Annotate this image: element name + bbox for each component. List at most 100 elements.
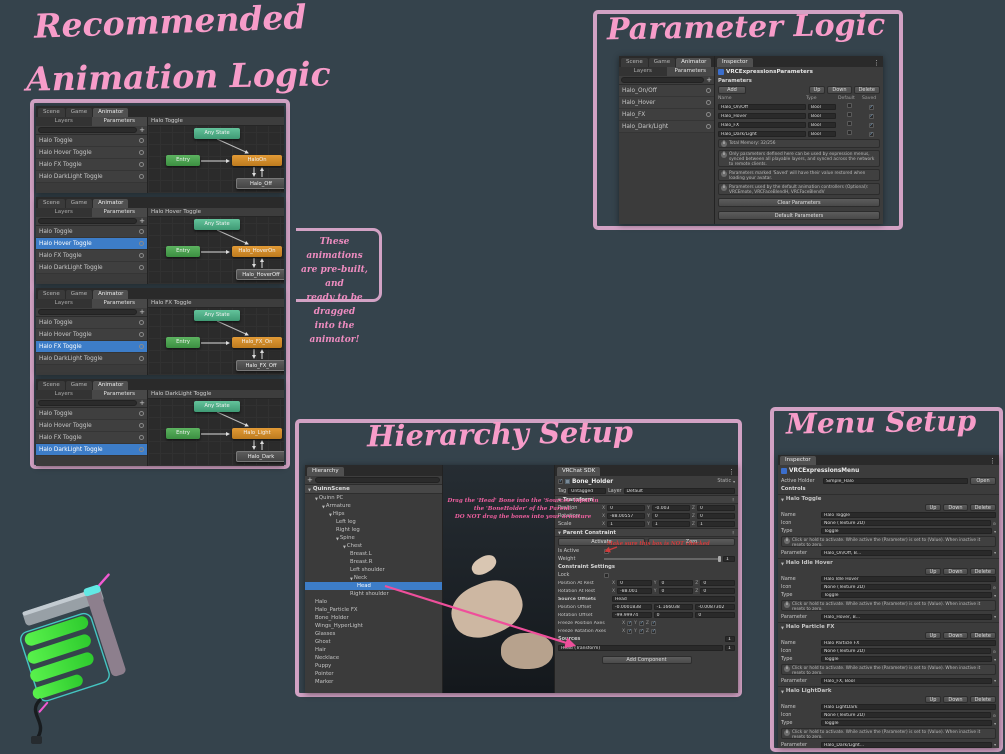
hierarchy-item[interactable]: Right shoulder: [305, 590, 442, 598]
tab-parameters[interactable]: Parameters: [91, 117, 147, 126]
hierarchy-item[interactable]: ▼Quinn PC: [305, 494, 442, 502]
tag-dropdown[interactable]: Untagged: [568, 488, 607, 494]
freeze-rot-x-checkbox[interactable]: ✓: [627, 628, 633, 634]
tab-inspector[interactable]: Inspector: [780, 456, 816, 465]
hierarchy-item[interactable]: Marker: [305, 678, 442, 686]
fold-open-icon[interactable]: ▼: [781, 496, 784, 502]
parameter-row[interactable]: Halo DarkLight Toggle: [36, 353, 147, 365]
window-menu-icon[interactable]: ⋮: [873, 59, 880, 67]
scale-y-input[interactable]: 1: [651, 521, 690, 527]
saved-checkbox[interactable]: ✓: [868, 131, 874, 137]
default-checkbox[interactable]: [846, 130, 852, 135]
add-component-button[interactable]: Add Component: [601, 656, 692, 664]
parameter-dropdown[interactable]: Halo_Hover, B...: [821, 613, 993, 620]
add-button[interactable]: Add: [718, 85, 746, 94]
create-menu-button[interactable]: +: [307, 475, 313, 484]
parameter-toggle-icon[interactable]: [139, 265, 144, 270]
position-z-input[interactable]: 0: [696, 505, 735, 511]
dropdown-icon[interactable]: ▾: [994, 656, 996, 662]
search-input[interactable]: [621, 77, 705, 83]
entry-node[interactable]: Entry: [166, 155, 200, 166]
parameter-toggle-icon[interactable]: [139, 344, 144, 349]
component-menu-icon[interactable]: ⋮: [731, 530, 735, 535]
tab-scene[interactable]: Scene: [38, 108, 65, 117]
object-picker-icon[interactable]: ⊙: [992, 584, 996, 590]
tab-layers[interactable]: Layers: [36, 117, 92, 126]
pos-offset-y-input[interactable]: -1.166038: [653, 604, 694, 610]
pos-offset-x-input[interactable]: -0.0001838: [612, 604, 652, 610]
rotation-x-input[interactable]: -88.00557: [607, 513, 646, 519]
activate-button[interactable]: Activate: [558, 538, 645, 546]
tab-parameters[interactable]: Parameters: [91, 299, 147, 308]
hierarchy-item[interactable]: Wings_HyperLight: [305, 622, 442, 630]
type-dropdown[interactable]: Toggle: [821, 528, 993, 534]
dropdown-icon[interactable]: ▾: [994, 678, 996, 683]
parameter-row[interactable]: Halo_On/Off: [619, 85, 714, 97]
window-menu-icon[interactable]: ⋮: [989, 457, 996, 465]
name-input[interactable]: Halo Toggle: [821, 512, 996, 518]
rot-offset-y-input[interactable]: 0: [653, 612, 694, 618]
dropdown-icon[interactable]: ▾: [733, 479, 735, 484]
parameter-row[interactable]: Halo_Hover: [619, 97, 714, 109]
hierarchy-item[interactable]: ▼Armature: [305, 502, 442, 510]
source-weight-field[interactable]: 1: [725, 644, 735, 651]
param-name-input[interactable]: Halo_Dark/Light: [718, 130, 806, 137]
tab-layers[interactable]: Layers: [36, 390, 92, 399]
parameter-toggle-icon[interactable]: [139, 411, 144, 416]
position-x-input[interactable]: 0: [607, 505, 646, 511]
rot-rest-y-input[interactable]: 0: [658, 588, 694, 594]
delete-button[interactable]: Delete: [969, 567, 996, 575]
param-name-input[interactable]: Halo_Hover: [718, 112, 806, 119]
state-node-secondary[interactable]: Halo_Dark: [236, 451, 284, 462]
param-name-input[interactable]: Halo_FX: [718, 121, 806, 128]
weight-value[interactable]: 1: [723, 556, 735, 562]
up-button[interactable]: Up: [924, 695, 942, 703]
param-type-dropdown[interactable]: Bool: [808, 112, 836, 119]
parameter-toggle-icon[interactable]: [139, 356, 144, 361]
hierarchy-item[interactable]: ▼Spine: [305, 534, 442, 542]
fold-open-icon[interactable]: ▼: [558, 497, 561, 502]
parameter-toggle-icon[interactable]: [139, 253, 144, 258]
parameter-toggle-icon[interactable]: [139, 229, 144, 234]
parameter-dropdown[interactable]: Halo_On/Off, B...: [821, 549, 993, 556]
weight-slider[interactable]: [604, 556, 721, 562]
source-item-row[interactable]: Head (Transform) 1: [555, 643, 738, 652]
icon-object-field[interactable]: None (Texture 2D): [821, 584, 991, 590]
tab-animator[interactable]: Animator: [676, 58, 712, 67]
animator-graph[interactable]: Any State Entry Halo_Light Halo_Dark: [148, 399, 284, 466]
saved-checkbox[interactable]: ✓: [868, 113, 874, 119]
search-input[interactable]: [38, 218, 138, 224]
type-dropdown[interactable]: Toggle: [821, 656, 993, 662]
source-offsets-dropdown[interactable]: Head: [612, 596, 735, 602]
rotation-y-input[interactable]: 0: [651, 513, 690, 519]
saved-checkbox[interactable]: ✓: [868, 122, 874, 128]
tab-game[interactable]: Game: [65, 199, 93, 208]
down-button[interactable]: Down: [943, 567, 968, 575]
fold-open-icon[interactable]: ▼: [781, 560, 784, 566]
rot-rest-z-input[interactable]: 0: [700, 588, 735, 594]
dropdown-icon[interactable]: ▾: [994, 742, 996, 747]
tab-scene[interactable]: Scene: [38, 199, 65, 208]
icon-object-field[interactable]: None (Texture 2D): [821, 712, 991, 718]
default-checkbox[interactable]: [846, 112, 852, 117]
object-picker-icon[interactable]: ⊙: [992, 520, 996, 526]
control-foldout[interactable]: ▼ Halo Particle FX: [778, 623, 999, 631]
freeze-pos-y-checkbox[interactable]: ✓: [638, 620, 644, 626]
parameter-row[interactable]: Halo FX Toggle: [36, 250, 147, 262]
parameter-toggle-icon[interactable]: [139, 423, 144, 428]
down-button[interactable]: Down: [943, 695, 968, 703]
any-state-node[interactable]: Any State: [194, 310, 240, 321]
delete-button[interactable]: Delete: [969, 631, 996, 639]
control-foldout[interactable]: ▼ Halo LightDark: [778, 687, 999, 695]
tab-layers[interactable]: Layers: [36, 208, 92, 217]
hierarchy-item[interactable]: Pointer: [305, 670, 442, 678]
hierarchy-item[interactable]: ▼Hips: [305, 510, 442, 518]
hierarchy-item[interactable]: Breast.L: [305, 550, 442, 558]
default-parameters-button[interactable]: Default Parameters: [718, 211, 880, 220]
control-foldout[interactable]: ▼ Halo Idle Hover: [778, 559, 999, 567]
rot-offset-x-input[interactable]: -99.99974: [612, 612, 652, 618]
tab-scene[interactable]: Scene: [38, 381, 65, 390]
fold-open-icon[interactable]: ▼: [558, 530, 561, 535]
active-checkbox[interactable]: ✓: [558, 479, 563, 484]
delete-button[interactable]: Delete: [969, 503, 996, 511]
